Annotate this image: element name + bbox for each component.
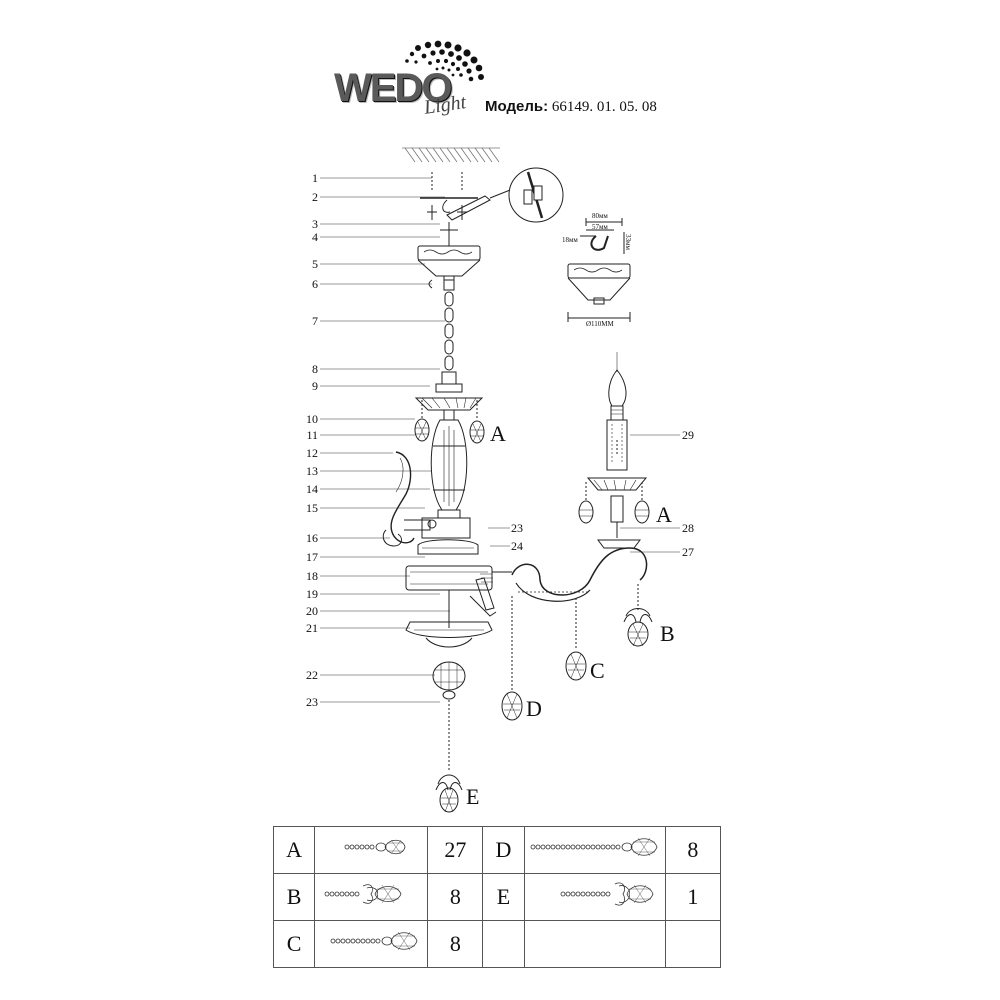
legend-qty: 27 (427, 826, 484, 874)
legend-key: B (272, 873, 316, 921)
pendant-d-icon (530, 837, 657, 857)
callout-10: 10 (306, 412, 318, 426)
letter-a-right: A (656, 502, 672, 527)
dim-hook-width-2: 57мм (592, 223, 608, 231)
ceiling-mount (420, 172, 491, 246)
column-vase (430, 419, 468, 519)
brand-wordmark: WEDO (334, 66, 452, 110)
suspension-chain (444, 291, 454, 371)
legend-key: E (482, 873, 525, 921)
crystal-drops-a-upper (414, 400, 485, 444)
crystal-drops-a-right (578, 482, 650, 524)
brand-logo-swirl (405, 40, 484, 82)
dim-hook-side: 18мм (562, 236, 578, 244)
callout-21: 21 (306, 621, 318, 635)
callout-17: 17 (306, 550, 318, 564)
callout-16: 16 (306, 531, 318, 545)
crystal-drop-c (565, 598, 587, 681)
pendant-a-icon (344, 839, 406, 855)
callout-22: 22 (306, 668, 318, 682)
pendant-legend-table: A 27 D (272, 826, 722, 968)
callout-24-right: 24 (511, 539, 523, 553)
ceiling-hatch (402, 147, 500, 163)
dim-hook-width-1: 80мм (592, 212, 608, 220)
candle-bulb (586, 352, 648, 538)
arm-right (480, 539, 648, 602)
crystal-drop-e (435, 774, 463, 813)
callout-23-right: 23 (511, 521, 523, 535)
callout-27: 27 (682, 545, 694, 559)
callout-15: 15 (306, 501, 318, 515)
callout-7: 7 (312, 314, 318, 328)
legend-pic-empty (523, 920, 666, 968)
pendant-c-icon (330, 931, 418, 951)
callout-5: 5 (312, 257, 318, 271)
callout-1: 1 (312, 171, 318, 185)
legend-row: C 8 (272, 920, 722, 968)
letter-b: B (660, 621, 675, 646)
model-value: 66149. 01. 05. 08 (551, 99, 657, 115)
letter-e: E (466, 784, 480, 809)
crystal-drop-b (623, 584, 653, 647)
callout-18: 18 (306, 569, 318, 583)
callout-12: 12 (306, 446, 318, 460)
legend-key: A (272, 826, 316, 874)
legend-key-empty (482, 920, 525, 968)
callout-28: 28 (682, 521, 694, 535)
callout-23: 23 (306, 695, 318, 709)
legend-row: B 8 E (272, 873, 722, 921)
bottom-ball (432, 661, 466, 772)
callout-13: 13 (306, 464, 318, 478)
upper-bobeche (414, 371, 484, 421)
legend-pic-a (314, 826, 429, 874)
callout-3: 3 (312, 217, 318, 231)
canopy (417, 245, 481, 291)
callout-20: 20 (306, 604, 318, 618)
letter-c: C (590, 658, 605, 683)
letter-d: D (526, 696, 542, 721)
callout-14: 14 (306, 482, 318, 496)
legend-qty: 1 (664, 873, 722, 921)
pendant-b-icon (324, 884, 402, 904)
callout-leaders (320, 177, 680, 703)
callout-6: 6 (312, 277, 318, 291)
callout-19: 19 (306, 587, 318, 601)
callout-8: 8 (312, 362, 318, 376)
canopy-detail (567, 263, 631, 322)
model-label: Модель: (485, 98, 549, 115)
letter-a-upper: A (490, 421, 506, 446)
legend-qty: 8 (427, 920, 484, 968)
legend-qty-empty (664, 920, 722, 968)
legend-pic-d (523, 826, 666, 874)
hook-detail (580, 218, 625, 254)
arm-scroll-left (382, 451, 437, 547)
callout-9: 9 (312, 379, 318, 393)
legend-qty: 8 (427, 873, 484, 921)
legend-row: A 27 D (272, 826, 722, 874)
callout-4: 4 (312, 230, 318, 244)
legend-key: D (482, 826, 525, 874)
legend-key: C (272, 920, 316, 968)
callout-29: 29 (682, 428, 694, 442)
model-number: Модель: 66149. 01. 05. 08 (485, 98, 657, 116)
legend-pic-c (314, 920, 429, 968)
crystal-drop-d (501, 596, 523, 721)
dim-hook-height: 33мм (623, 234, 632, 250)
wire-zoom-detail (489, 167, 564, 223)
pendant-e-icon (560, 882, 653, 906)
dim-canopy-diameter: Ø110ММ (586, 320, 614, 328)
central-hub (405, 517, 497, 648)
callout-11: 11 (306, 428, 318, 442)
callout-2: 2 (312, 190, 318, 204)
legend-qty: 8 (664, 826, 722, 874)
legend-pic-b (314, 873, 429, 921)
legend-pic-e (523, 873, 666, 921)
